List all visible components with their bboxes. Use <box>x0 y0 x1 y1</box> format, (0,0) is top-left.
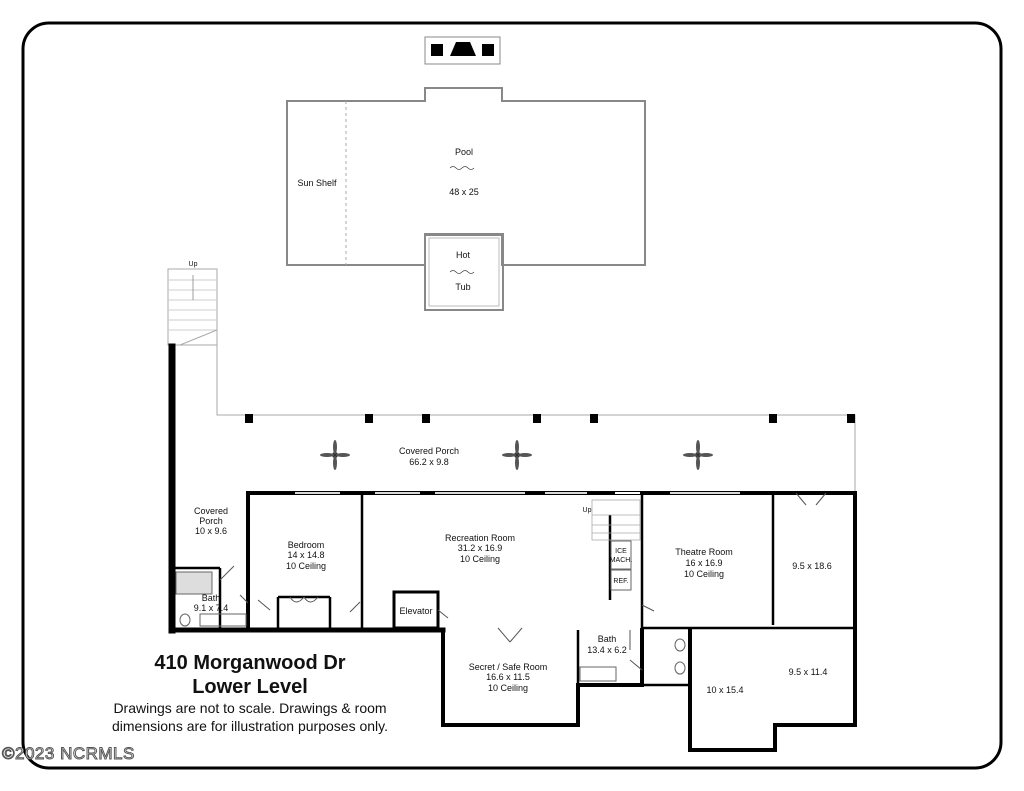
elevator-label: Elevator <box>399 606 432 616</box>
bedroom-ceiling: 10 Ceiling <box>286 561 326 571</box>
water-icon <box>449 166 475 274</box>
ice-machine-label-2: MACH. <box>610 557 633 564</box>
secret-room-ceiling: 10 Ceiling <box>488 683 528 693</box>
pool-label: Pool <box>455 147 473 157</box>
bath2-label: Bath <box>598 634 617 644</box>
plan-title-block: 410 Morganwood Dr Lower Level Drawings a… <box>60 651 440 735</box>
theatre-dims: 16 x 16.9 <box>685 558 722 568</box>
recreation-dims: 31.2 x 16.9 <box>458 543 503 553</box>
room-10-154-label: 10 x 15.4 <box>706 685 743 695</box>
interior-walls <box>172 493 855 687</box>
refrigerator <box>610 569 632 591</box>
shower <box>175 571 213 595</box>
up-inner-label: Up <box>583 507 592 514</box>
hot-tub-label-1: Hot <box>456 250 471 260</box>
room-95-114-label: 9.5 x 11.4 <box>789 667 828 677</box>
exterior-stairs <box>167 268 218 346</box>
bedroom-dims: 14 x 14.8 <box>287 550 324 560</box>
bath1-dims: 9.1 x 7.4 <box>194 603 229 613</box>
side-porch-label-1: Covered <box>194 506 228 516</box>
top-fixture-icon <box>424 36 501 65</box>
hot-tub-label-2: Tub <box>455 282 470 292</box>
disclaimer-line-2: dimensions are for illustration purposes… <box>112 718 388 734</box>
doors <box>219 492 827 671</box>
bath2-dims: 13.4 x 6.2 <box>587 645 627 655</box>
covered-porch-outline <box>216 345 856 493</box>
pool-dims: 48 x 25 <box>449 187 479 197</box>
ice-machine-label-1: ICE <box>615 548 627 555</box>
theatre-ceiling: 10 Ceiling <box>684 569 724 579</box>
secret-room-label: Secret / Safe Room <box>469 662 548 672</box>
interior-stairs <box>591 499 641 541</box>
sink-icon <box>199 613 617 682</box>
level-title: Lower Level <box>192 676 308 698</box>
bedroom-label: Bedroom <box>288 540 325 550</box>
theatre-label: Theatre Room <box>675 547 733 557</box>
toilet-icon <box>179 613 686 675</box>
disclaimer-line-1: Drawings are not to scale. Drawings & ro… <box>113 700 387 716</box>
ceiling-fan-icon <box>502 440 532 470</box>
ref-label: REF. <box>613 578 628 585</box>
ceiling-fan-icon <box>683 440 713 470</box>
room-95-186-label: 9.5 x 18.6 <box>792 561 832 571</box>
recreation-ceiling: 10 Ceiling <box>460 554 500 564</box>
ceiling-fan-icon <box>320 440 350 470</box>
up-stairs-label: Up <box>189 261 198 268</box>
elevator-shaft <box>392 590 440 630</box>
hot-tub-outline <box>424 233 504 311</box>
side-porch-dims: 10 x 9.6 <box>195 526 227 536</box>
secret-room-dims: 16.6 x 11.5 <box>486 672 530 682</box>
recreation-label: Recreation Room <box>445 533 515 543</box>
copyright-watermark: ©2023 NCRMLS <box>2 744 135 764</box>
address-title: 410 Morganwood Dr <box>154 652 346 674</box>
side-porch-label-2: Porch <box>199 516 223 526</box>
ice-machine <box>610 540 632 570</box>
sun-shelf-label: Sun Shelf <box>297 178 337 188</box>
bath1-label: Bath <box>202 593 221 603</box>
covered-porch-dims: 66.2 x 9.8 <box>409 457 449 467</box>
covered-porch-label: Covered Porch <box>399 446 459 456</box>
